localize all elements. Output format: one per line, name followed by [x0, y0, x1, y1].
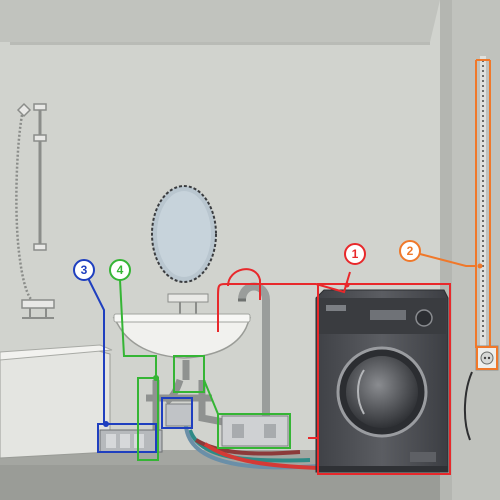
washbasin [112, 293, 252, 359]
valve-manifold [99, 429, 163, 453]
callout-3[interactable]: 3 [73, 259, 193, 453]
bathtub [0, 344, 113, 459]
callout-2-badge [399, 240, 421, 262]
mirror-icon [151, 185, 217, 283]
floor-hoses [184, 425, 319, 470]
callout-2[interactable]: 2 [399, 59, 491, 348]
washing-machine-icon [315, 289, 449, 473]
callout-1-number: 1 [352, 247, 359, 261]
callout-1[interactable]: 1 [217, 243, 451, 475]
callout-3-number: 3 [81, 263, 88, 277]
callout-1-badge [344, 243, 366, 265]
callout-3-badge [73, 259, 95, 281]
standpipe [238, 282, 270, 436]
callout-2-number: 2 [407, 244, 414, 258]
power-socket-icon [476, 346, 498, 370]
shower-icon [15, 102, 55, 319]
connector-block [165, 403, 289, 447]
callout-4-badge [109, 259, 131, 281]
callout-4[interactable]: 4 [109, 259, 291, 461]
callout-4-number: 4 [117, 263, 124, 277]
